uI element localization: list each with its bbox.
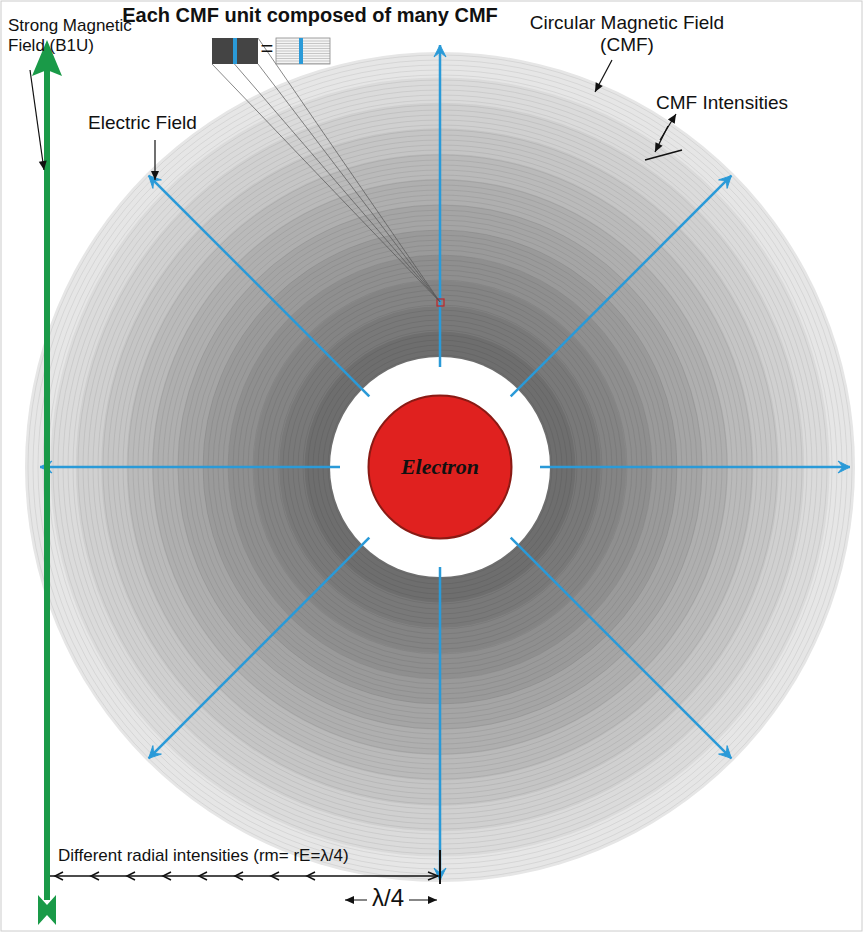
- cmf-label: Circular Magnetic Field (CMF): [512, 12, 742, 56]
- dimension-tick: [439, 850, 441, 884]
- strong-field-label: Strong Magnetic Field (B1U): [8, 16, 148, 55]
- electric-field-line: [149, 538, 370, 759]
- electric-field-line: [540, 466, 850, 469]
- inset-leader: [212, 64, 440, 302]
- arrow-tail: [38, 895, 56, 925]
- inset-leader: [212, 38, 440, 302]
- equals-sign: =: [258, 36, 276, 61]
- intensity-arrow: [660, 114, 676, 140]
- arrowhead: [149, 746, 162, 759]
- electric-field-line: [439, 45, 442, 367]
- electric-field-line: [439, 567, 442, 880]
- dimension-arrow: [199, 872, 207, 880]
- field-stripe: [299, 38, 303, 64]
- strong-field-leader: [30, 70, 44, 170]
- dimension-arrow: [55, 872, 63, 880]
- dimension-arrow: [127, 872, 135, 880]
- leader-arrowhead: [39, 161, 47, 170]
- dimension-arrow: [428, 872, 438, 880]
- leader-arrowhead: [595, 82, 603, 92]
- dimension-arrow: [163, 872, 171, 880]
- cmf-unit-lines: [276, 38, 330, 64]
- leader-arrowhead: [151, 171, 159, 180]
- node-text: Electron: [401, 454, 479, 480]
- electron-shape: [369, 396, 512, 539]
- dimension-arrow: [91, 872, 99, 880]
- leader-arrowhead: [655, 142, 663, 152]
- inset-leader: [258, 38, 440, 302]
- dimension-arrow: [271, 872, 279, 880]
- strong-magnetic-field-arrow: [32, 40, 62, 925]
- electron-circle: Electron: [367, 394, 513, 540]
- leader-arrowhead: [428, 896, 437, 904]
- arrowhead: [838, 461, 850, 473]
- field-stripe: [233, 38, 237, 64]
- arrowhead: [434, 45, 446, 57]
- field-shaft: [44, 70, 50, 900]
- cmf-unit-inset: [212, 38, 444, 306]
- electric-field-line: [40, 466, 340, 469]
- electric-field-line: [149, 176, 370, 397]
- electric-field-line: [511, 176, 732, 397]
- intensity-label: CMF Intensities: [656, 92, 841, 114]
- electric-field-line: [511, 538, 732, 759]
- dimension-line: [50, 875, 438, 877]
- leader-arrowhead: [668, 114, 676, 124]
- leader-lines: [30, 60, 682, 904]
- radial-label: Different radial intensities (rm= rE=λ/4…: [58, 846, 448, 866]
- dimension-arrow: [307, 872, 315, 880]
- dimension-arrow: [235, 872, 243, 880]
- inset-leader: [258, 64, 440, 302]
- cmf-unit-dark: [212, 38, 258, 64]
- arrowhead: [719, 176, 732, 189]
- leader-arrowhead: [345, 896, 354, 904]
- intensity-bar: [645, 150, 682, 160]
- cmf-leader: [595, 60, 612, 92]
- electric-field-label: Electric Field: [88, 112, 238, 134]
- electric-field-lines: [40, 45, 850, 880]
- arrowhead: [719, 746, 732, 759]
- dimension-label: λ/4: [367, 884, 409, 912]
